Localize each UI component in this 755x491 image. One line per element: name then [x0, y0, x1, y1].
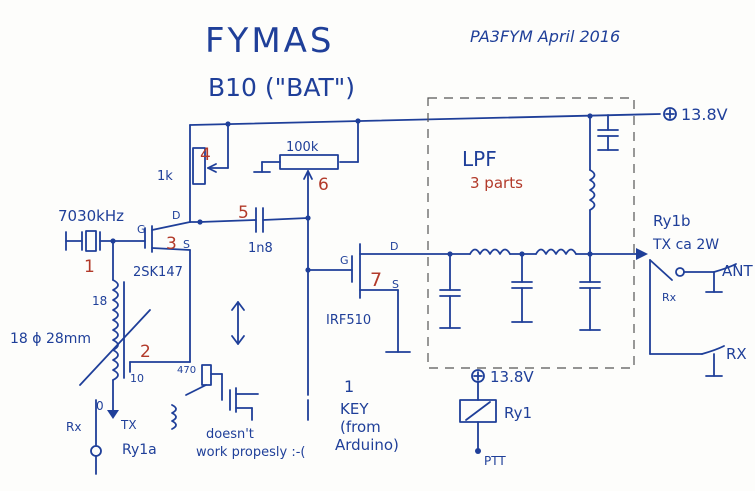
rf-choke-icon — [589, 169, 596, 211]
coil-turns-0-label: 0 — [96, 399, 104, 413]
relay-contact-arm — [649, 259, 673, 281]
inductor-2-icon — [535, 248, 577, 255]
wire — [262, 217, 309, 221]
part-1-label: 1 — [84, 257, 95, 277]
junction-dot — [519, 251, 525, 257]
supply-terminal-icon — [663, 107, 677, 121]
crystal-icon — [85, 230, 97, 252]
rx-label: RX — [726, 345, 747, 363]
wire — [199, 219, 257, 223]
alt-inductor-icon — [171, 404, 177, 430]
resistor-100k-icon — [279, 154, 339, 170]
cap-1n8-label: 1n8 — [248, 241, 273, 256]
fet-type-label: 2SK147 — [133, 265, 183, 280]
lpf-subtitle: 3 parts — [470, 174, 523, 192]
fet-g-pin: G — [137, 223, 146, 236]
output-arrow-icon — [636, 248, 648, 260]
part-3-label: 3 — [166, 234, 177, 254]
r-470-label: 470 — [177, 365, 196, 376]
fet-drain — [151, 221, 191, 231]
ry1b-label: Ry1b — [653, 212, 691, 230]
key-source-label: Arduino) — [335, 436, 399, 454]
lpf-box — [427, 97, 635, 369]
part-5-label: 5 — [238, 203, 249, 223]
relay-voltage-label: 13.8V — [490, 368, 534, 386]
toroid-coil-icon — [112, 279, 119, 381]
coil-turns-10-label: 10 — [130, 372, 144, 385]
ptt-label: PTT — [484, 454, 506, 468]
tx-arrow-icon — [107, 410, 119, 419]
part-2-label: 2 — [140, 342, 151, 362]
rx-connector-icon — [701, 345, 725, 355]
coil-turns-18-label: 18 — [92, 294, 107, 308]
ry1a-label: Ry1a — [122, 442, 157, 458]
supply-voltage-label: 13.8V — [681, 105, 728, 124]
part-4-label: 4 — [200, 145, 211, 165]
inductor-1-icon — [469, 248, 511, 255]
relay-supply-terminal-icon — [471, 369, 485, 383]
r-100k-label: 100k — [286, 140, 319, 155]
tx-contact-label: TX — [120, 418, 137, 432]
mosfet-d-pin: D — [390, 240, 398, 253]
wire — [185, 384, 207, 396]
mosfet-s-pin: S — [392, 278, 399, 291]
wiper-arrow-icon — [207, 163, 217, 173]
note-line-1: doesn't — [206, 427, 254, 442]
key-number: 1 — [344, 377, 354, 396]
wiper-arrow-icon — [303, 170, 313, 180]
ry1a-contact-icon — [90, 445, 102, 457]
rx-left-label: Rx — [66, 420, 81, 434]
rx-contact-label: Rx — [662, 291, 677, 304]
fet-source — [151, 247, 191, 251]
author-date: PA3FYM April 2016 — [470, 27, 620, 46]
junction-dot — [305, 215, 311, 221]
double-arrow-heads-icon — [231, 301, 245, 345]
ptt-terminal-icon — [475, 448, 481, 454]
resistor-470-icon — [201, 364, 212, 386]
fet-s-pin: S — [183, 238, 190, 251]
ant-label: ANT — [722, 262, 753, 280]
r-1k-label: 1k — [157, 169, 173, 184]
junction-dot — [447, 251, 453, 257]
junction-dot — [197, 219, 203, 225]
tx-power-label: TX ca 2W — [652, 237, 719, 253]
part-7-label: 7 — [370, 269, 382, 291]
key-from-label: (from — [340, 418, 381, 436]
variable-arrow-icon — [79, 309, 151, 386]
ant-connector-icon — [713, 263, 737, 273]
supply-rail — [189, 113, 661, 126]
ry1-label: Ry1 — [504, 404, 532, 422]
fet-d-pin: D — [172, 209, 180, 222]
mosfet-type-label: IRF510 — [326, 313, 371, 328]
crystal-frequency-label: 7030kHz — [58, 207, 124, 225]
title-main: FYMAS — [205, 21, 335, 61]
junction-dot — [355, 118, 361, 124]
mosfet-g-pin: G — [340, 254, 349, 267]
junction-dot — [587, 113, 593, 119]
toroid-label: 18 ϕ 28mm — [10, 331, 91, 347]
lpf-title: LPF — [462, 147, 497, 171]
note-line-2: work propesly :-( — [196, 445, 305, 460]
relay-coil-slash — [465, 401, 491, 421]
key-label: KEY — [340, 400, 369, 418]
part-6-label: 6 — [318, 175, 329, 195]
resistor-1k-icon — [192, 147, 206, 185]
relay-contact-icon — [675, 267, 685, 277]
junction-dot — [225, 121, 231, 127]
title-sub: B10 ("BAT") — [208, 73, 355, 102]
